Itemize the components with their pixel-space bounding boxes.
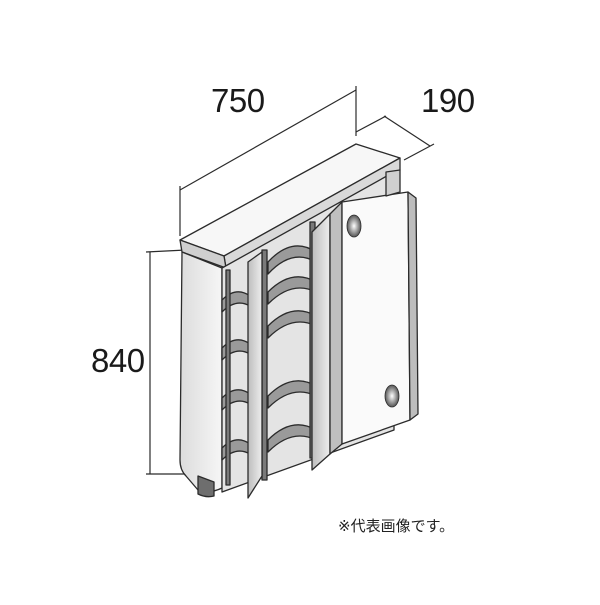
cabinet-foot — [197, 475, 215, 498]
center-door — [311, 213, 331, 471]
left-door — [247, 251, 263, 499]
cabinet-body — [179, 143, 419, 499]
depth-extension-right — [403, 143, 435, 161]
door-hinge-panel — [329, 201, 343, 455]
width-label: 750 — [211, 82, 265, 119]
width-dimension-line — [179, 89, 357, 191]
height-label: 840 — [91, 342, 145, 379]
lamp-top-icon — [346, 214, 362, 238]
lamp-fixtures — [346, 214, 400, 408]
depth-extension-left — [355, 115, 387, 133]
dimension-lines — [145, 86, 435, 475]
height-extension-top — [145, 249, 187, 253]
depth-label: 190 — [421, 82, 475, 119]
back-panel-corner — [385, 169, 401, 197]
cabinet-left-side — [179, 251, 223, 493]
right-door-edge — [407, 191, 419, 421]
depth-dimension-line — [383, 115, 431, 147]
representative-image-note: ※代表画像です。 — [338, 517, 455, 535]
lamp-bottom-icon — [384, 384, 400, 408]
